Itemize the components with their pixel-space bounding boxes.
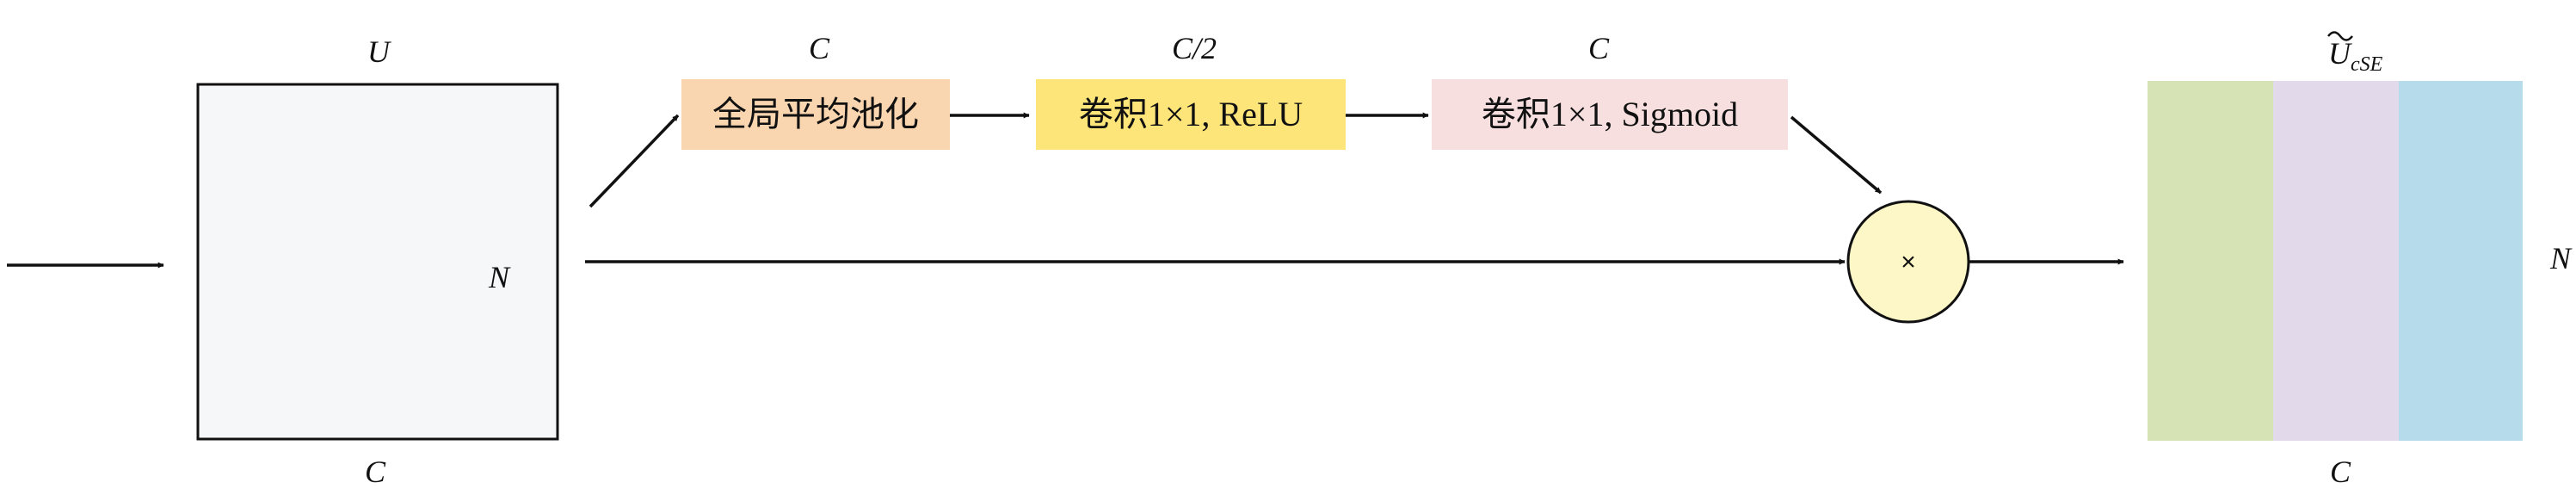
output-tilde: [2327, 31, 2353, 41]
stage-2-dim-label: C/2: [1172, 31, 1217, 65]
output-band-3: [2399, 81, 2523, 441]
stage-1-dim-label: C: [809, 31, 830, 65]
global-avg-pool-box: [681, 79, 950, 150]
input-bottom-label: C: [365, 455, 386, 489]
branch-arrow: [589, 114, 680, 208]
output-bottom-label: C: [2330, 455, 2351, 489]
conv1x1-sigmoid-box: [1432, 79, 1788, 150]
conv1x1-relu-label: 卷积1×1, ReLU: [1079, 95, 1303, 133]
input-feature-map: [196, 83, 559, 441]
conv1x1-sigmoid-label: 卷积1×1, Sigmoid: [1482, 95, 1738, 133]
multiply-symbol: ×: [1901, 248, 1916, 276]
output-top-label-main: U: [2328, 36, 2352, 71]
output-top-label-sub: cSE: [2351, 53, 2383, 76]
conv1x1-relu-box: [1036, 79, 1346, 150]
stage-3-dim-label: C: [1588, 31, 1610, 65]
input-side-label: N: [488, 260, 511, 294]
output-band-1: [2148, 81, 2273, 441]
output-top-label: UcSE: [2328, 36, 2383, 76]
input-top-label: U: [367, 34, 391, 69]
global-avg-pool-label: 全局平均池化: [712, 95, 919, 133]
output-side-label: N: [2549, 241, 2573, 275]
sigmoid-to-multiply-arrow: [1790, 115, 1883, 195]
output-feature-map: [2148, 81, 2523, 441]
output-band-2: [2273, 81, 2399, 441]
